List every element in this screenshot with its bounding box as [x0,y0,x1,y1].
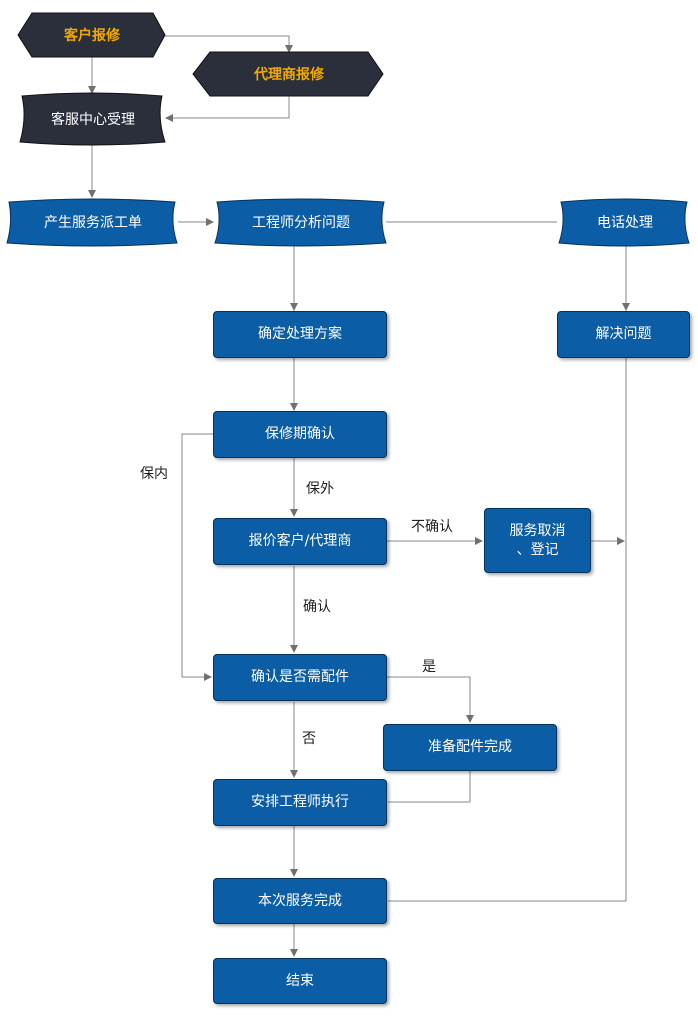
node-service-done-label: 本次服务完成 [258,892,342,909]
edge-label-no: 否 [302,731,316,747]
node-quote: 报价客户/代理商 [213,518,387,565]
node-engineer-analyze: 工程师分析问题 [214,198,387,247]
node-create-order: 产生服务派工单 [6,198,178,247]
node-service-cancel-line1: 服务取消 [509,522,566,539]
node-customer-repair-label: 客户报修 [63,27,121,44]
node-agent-repair-label: 代理商报修 [253,66,325,83]
node-parts-ready-label: 准备配件完成 [428,739,512,755]
edge-label-yes: 是 [422,659,436,675]
edge-ready-to-arrange [388,771,471,803]
edge-label-in-warranty: 保内 [140,466,168,482]
node-service-cancel-line2: 、登记 [516,541,559,558]
node-parts-confirm-label: 确认是否需配件 [251,669,349,685]
node-create-order-label: 产生服务派工单 [44,215,142,231]
edge-customer-to-agent [163,35,293,53]
node-quote-label: 报价客户/代理商 [248,533,352,549]
node-determine-plan-label: 确定处理方案 [258,326,342,342]
node-service-center-label: 客服中心受理 [51,111,135,128]
edge-parts-yes [386,676,474,723]
edge-agent-to-center [165,96,290,122]
node-end: 结束 [213,958,387,1004]
node-service-cancel: 服务取消 、登记 [484,508,591,573]
edge-label-confirmed: 确认 [303,599,331,615]
edge-label-out-warranty: 保外 [306,481,334,497]
node-phone-handle-label: 电话处理 [597,215,653,231]
node-solve-problem-label: 解决问题 [595,326,652,342]
edge-warranty-in-to-parts [181,433,213,681]
node-warranty-confirm-label: 保修期确认 [265,426,335,442]
node-service-done: 本次服务完成 [213,878,387,924]
node-phone-handle: 电话处理 [558,198,690,247]
node-customer-repair: 客户报修 [17,12,166,58]
node-determine-plan: 确定处理方案 [213,311,387,358]
node-parts-confirm: 确认是否需配件 [213,654,387,701]
node-agent-repair: 代理商报修 [192,51,384,97]
node-arrange-engineer: 安排工程师执行 [213,779,387,826]
edge-label-not-confirmed: 不确认 [411,519,453,535]
node-service-center: 客服中心受理 [19,92,166,146]
node-arrange-engineer-label: 安排工程师执行 [251,794,349,810]
node-parts-ready: 准备配件完成 [383,724,557,771]
node-warranty-confirm: 保修期确认 [213,411,387,458]
node-solve-problem: 解决问题 [557,311,690,358]
edge-solve-to-done [388,358,627,902]
node-engineer-analyze-label: 工程师分析问题 [252,215,350,231]
node-end-label: 结束 [286,972,314,989]
